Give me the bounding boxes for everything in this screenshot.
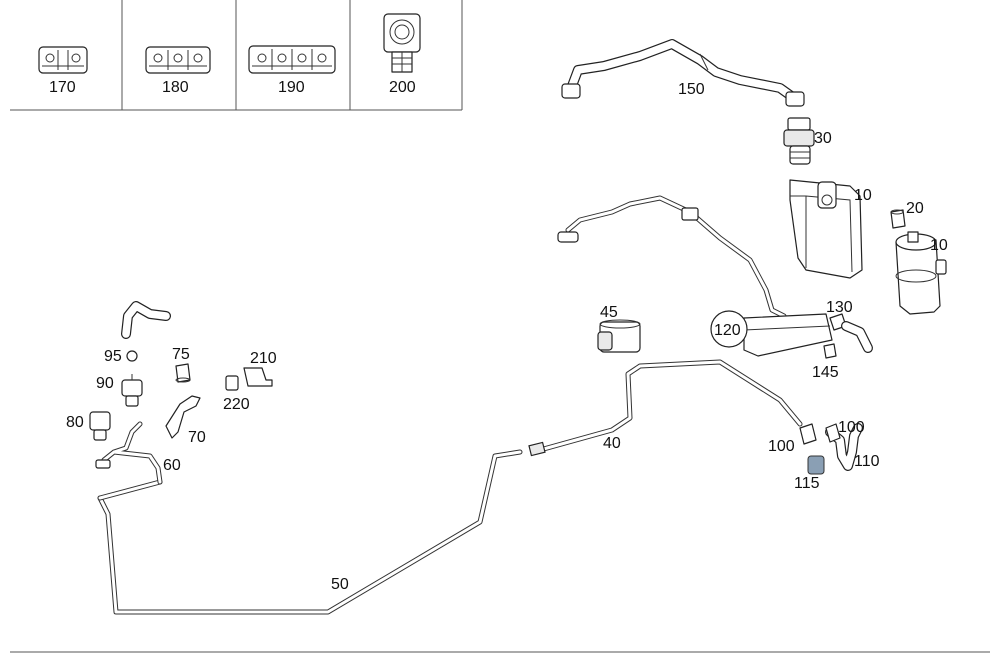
inset-panel: 170 180 190 200 <box>10 0 463 111</box>
valve-90 <box>121 374 143 407</box>
label-30: 30 <box>814 130 832 147</box>
label-75: 75 <box>172 346 190 363</box>
label-20: 20 <box>906 200 924 217</box>
label-130: 130 <box>826 299 853 316</box>
label-210: 210 <box>250 350 277 367</box>
label-70: 70 <box>188 429 206 446</box>
inset-label-170: 170 <box>49 79 76 96</box>
nut-220 <box>225 375 239 391</box>
clip-145 <box>823 343 837 359</box>
clip-holder-190-icon <box>248 45 336 74</box>
part-number-labels: 150 30 10 20 10 45 130 120 145 95 75 210… <box>66 81 948 593</box>
label-145: 145 <box>812 364 839 381</box>
label-60: 60 <box>163 457 181 474</box>
label-40: 40 <box>603 435 621 452</box>
valve-30 <box>783 117 815 165</box>
clip-100-left <box>799 423 817 445</box>
label-120: 120 <box>714 322 741 339</box>
clip-95 <box>126 350 138 362</box>
valve-80 <box>89 411 111 441</box>
canister-10-large <box>789 179 863 279</box>
inset-label-190: 190 <box>278 79 305 96</box>
grommet-115 <box>807 455 825 475</box>
fuel-line-40 <box>528 359 803 457</box>
label-100-left: 100 <box>768 438 795 455</box>
hose-150 <box>561 39 805 107</box>
label-110: 110 <box>854 453 880 470</box>
label-50: 50 <box>331 576 349 593</box>
purge-line <box>557 195 787 319</box>
label-115: 115 <box>794 475 820 492</box>
clip-holder-170-icon <box>38 46 88 74</box>
fuel-line-50 <box>97 449 523 615</box>
inset-label-180: 180 <box>162 79 189 96</box>
clip-holder-200-icon <box>383 13 421 73</box>
bracket-210 <box>243 367 273 387</box>
clip-100-right <box>825 423 841 443</box>
clip-holder-180-icon <box>145 46 211 74</box>
bracket-70 <box>165 395 201 439</box>
label-100-right: 100 <box>838 419 865 436</box>
label-150: 150 <box>678 81 705 98</box>
label-95: 95 <box>104 348 122 365</box>
damper-45 <box>597 319 641 353</box>
inset-label-200: 200 <box>389 79 416 96</box>
label-10-large: 10 <box>854 187 872 204</box>
hose-60 <box>95 421 163 485</box>
clip-75 <box>175 363 191 383</box>
label-90: 90 <box>96 375 114 392</box>
canister-10-cylinder <box>895 231 947 315</box>
label-80: 80 <box>66 414 84 431</box>
label-45: 45 <box>600 304 618 321</box>
vent-hose-top-left <box>121 301 171 339</box>
hose-110 <box>825 321 873 471</box>
cap-20 <box>890 209 906 229</box>
label-10-cylinder: 10 <box>930 237 948 254</box>
filter-box-120 <box>710 310 833 357</box>
label-220: 220 <box>223 396 250 413</box>
